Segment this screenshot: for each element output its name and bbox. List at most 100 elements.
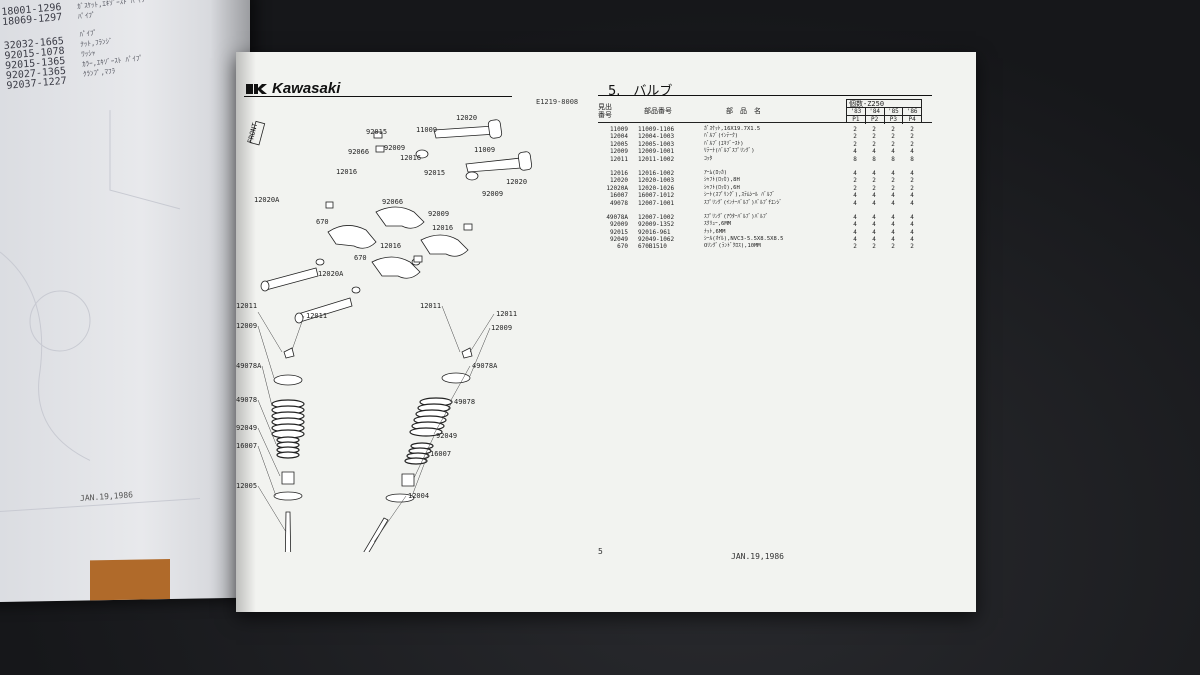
quantity: 2: [853, 133, 857, 141]
part-number: 12011-1002: [638, 155, 675, 163]
quantity: 8: [872, 155, 876, 163]
quantity: 4: [891, 192, 895, 200]
quantity: 4: [853, 169, 857, 177]
callout-label: 12016: [336, 168, 357, 176]
qty-year: '83: [847, 108, 866, 115]
callout-label: 12004: [408, 492, 429, 500]
quantity: 4: [910, 213, 914, 221]
ref-number: 16007: [609, 192, 628, 200]
quantity: 2: [910, 184, 914, 192]
quantity: 2: [872, 177, 876, 185]
part-name: ｽｸﾘｭｰ,6MM: [704, 221, 731, 228]
quantity: 8: [853, 155, 857, 163]
callout-label: 49078A: [472, 362, 498, 370]
part-name: ﾊﾞﾙﾌﾞ(ｴｷｿﾞｰｽﾄ): [704, 140, 744, 147]
qty-year: '84: [866, 108, 885, 115]
qty-year: '85: [885, 108, 904, 115]
quantity: 2: [910, 140, 914, 148]
callout-label: 92009: [482, 190, 503, 198]
part-number: 670B1510: [638, 243, 667, 251]
quantity: 4: [853, 148, 857, 156]
qty-variant: P4: [908, 116, 916, 123]
quantity: 4: [853, 199, 857, 207]
part-name: Oﾘﾝｸﾞ(ﾗﾝﾄﾞｸﾛｽ),10MM: [704, 243, 761, 250]
quantity: 4: [872, 169, 876, 177]
quantity: 4: [853, 236, 857, 244]
quantity: 2: [910, 126, 914, 133]
qty-variant: P1: [847, 116, 866, 124]
kawasaki-logo-icon: [246, 83, 267, 94]
callout-label: 11009: [416, 126, 437, 134]
part-name: ｼｬﾌﾄ(ﾛｯｶ),8H: [704, 177, 740, 184]
left-page: 18001-1296 18069-1297 32032-1665 92015-1…: [0, 0, 250, 603]
callout-label: 12011: [236, 302, 257, 310]
part-name: ｺｯﾀ: [704, 155, 713, 162]
quantity: 8: [891, 155, 895, 163]
ref-number: 12011: [609, 155, 628, 163]
ref-number: 92009: [609, 221, 628, 229]
left-part-number-list: 18001-1296 18069-1297 32032-1665 92015-1…: [1, 2, 67, 92]
ref-number: 12020A: [606, 184, 628, 192]
ref-number: 12020: [609, 177, 628, 185]
quantity: 4: [891, 213, 895, 221]
quantity: 2: [891, 140, 895, 148]
book-edge: [90, 559, 170, 601]
quantity: 2: [853, 126, 857, 133]
callout-label: 12009: [236, 322, 257, 330]
col-header-part: 部品番号: [644, 107, 672, 115]
callout-label: 12011: [420, 302, 441, 310]
ref-number: 11009: [609, 126, 628, 133]
quantity: 4: [872, 213, 876, 221]
front-label: FRONT: [246, 121, 259, 144]
table-row: 12011 12011-1002 ｺｯﾀ 8 8 8 8: [598, 156, 932, 163]
quantity: 2: [910, 177, 914, 185]
part-number: 92016-961: [638, 228, 671, 236]
callout-label: 12020: [456, 114, 477, 122]
part-number: 12016-1002: [638, 169, 675, 177]
parts-table-header: 見出番号 部品番号 部 品 名 個数-Z250 '83 '84 '85 '86 …: [598, 99, 932, 124]
callout-label: 11009: [474, 146, 495, 154]
part-number: 12007-1002: [638, 213, 675, 221]
quantity: 2: [910, 243, 914, 251]
ref-number: 12005: [609, 140, 628, 148]
valve-exploded-diagram: FRONT: [236, 114, 533, 552]
ref-number: 670: [617, 243, 628, 251]
part-name: ﾅｯﾄ,6MM: [704, 228, 726, 235]
quantity: 2: [872, 184, 876, 192]
quantity: 2: [853, 184, 857, 192]
part-name: ｶﾞｽｹｯﾄ,16X19.7X1.5: [704, 126, 761, 132]
quantity: 4: [853, 192, 857, 200]
callout-label: 12009: [491, 324, 512, 332]
section-title: 5. バルブ: [608, 84, 673, 99]
part-number: 12020-1026: [638, 184, 675, 192]
callout-label: 12016: [400, 154, 421, 162]
callout-label: 12020A: [318, 270, 344, 278]
callout-label: 92009: [428, 210, 449, 218]
part-number: 12020-1003: [638, 177, 675, 185]
callout-label: 12016: [432, 224, 453, 232]
part-name: ｽﾌﾟﾘﾝｸﾞ(ｲﾝﾅｰﾊﾞﾙﾌﾞ)ﾊﾞﾙﾌﾞﾁｴﾝｼﾞ: [704, 199, 783, 206]
quantity: 2: [872, 126, 876, 133]
qty-variant: P2: [866, 116, 885, 124]
brand-name: Kawasaki: [272, 80, 341, 97]
quantity: 4: [910, 221, 914, 229]
part-number: 12005-1003: [638, 140, 675, 148]
callout-label: 92066: [348, 148, 369, 156]
exhaust-valve-assembly: [271, 347, 305, 552]
quantity: 2: [872, 243, 876, 251]
callout-label: 12005: [236, 482, 257, 490]
brand-header: Kawasaki: [246, 80, 340, 97]
quantity: 8: [910, 155, 914, 163]
quantity: 4: [872, 236, 876, 244]
callout-label: 16007: [236, 442, 257, 450]
ref-number: 49078A: [606, 213, 628, 221]
qty-title: 個数-Z250: [847, 100, 921, 108]
quantity: 4: [872, 199, 876, 207]
quantity: 4: [910, 192, 914, 200]
quantity: 2: [891, 133, 895, 141]
